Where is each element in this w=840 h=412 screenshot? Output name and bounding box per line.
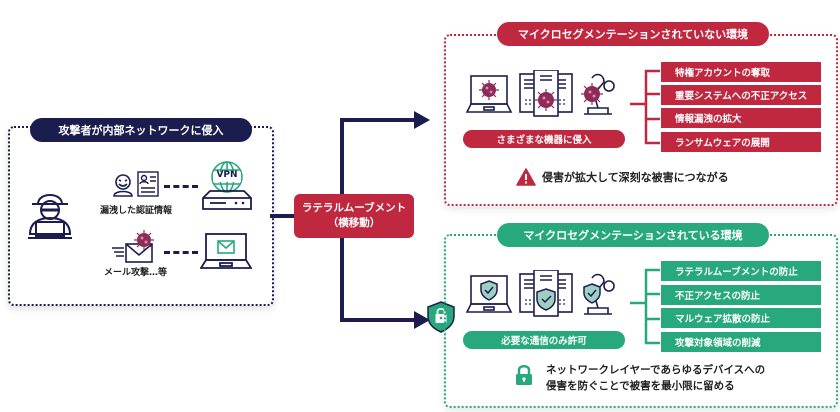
unsegmented-devices-pill: さまざまな機器に侵入 <box>463 130 625 148</box>
laptop-email-icon <box>200 233 252 269</box>
protected-devices-icon <box>466 270 615 317</box>
segmented-note: ネットワークレイヤーであらゆるデバイスへの 侵害を防ぐことで被害を最小限に留める <box>546 362 765 394</box>
segmented-note-line1: ネットワークレイヤーであらゆるデバイスへの <box>546 364 766 376</box>
lateral-movement-box: ラテラルムーブメント （横移動） <box>294 194 414 238</box>
segmented-panel-title: マイクロセグメンテーションされている環境 <box>497 223 769 247</box>
infected-devices-icon <box>466 70 615 117</box>
malicious-email-icon <box>112 230 154 263</box>
segmented-effect: 攻撃対象領域の削減 <box>661 332 821 352</box>
padlock-icon <box>516 365 532 385</box>
hacker-icon <box>28 194 72 239</box>
unsegmented-warning-text: 侵害が拡大して深刻な被害につながる <box>542 171 729 184</box>
segmented-effect: マルウェア拡散の防止 <box>661 308 821 328</box>
email-attack-label: メール攻撃…等 <box>104 268 168 278</box>
vpn-label: VPN <box>216 170 238 180</box>
connector-dashes <box>164 185 198 188</box>
lateral-movement-subtitle: （横移動） <box>327 217 381 229</box>
leaked-credentials-label: 漏洩した認証情報 <box>100 206 173 216</box>
segmented-note-line2: 侵害を防ぐことで被害を最小限に留める <box>546 380 735 392</box>
unsegmented-effect: 重要システムへの不正アクセス <box>661 85 821 105</box>
lateral-movement-title: ラテラルムーブメント <box>301 202 407 214</box>
unsegmented-effect: 特権アカウントの奪取 <box>661 62 821 82</box>
unsegmented-panel-title: マイクロセグメンテーションされていない環境 <box>497 22 769 46</box>
vpn-router-icon <box>202 190 252 210</box>
evil-face-icon <box>113 174 133 197</box>
segmented-devices-pill: 必要な通信のみ許可 <box>463 331 625 349</box>
shield-lock-icon <box>427 301 455 333</box>
segmented-effect: 不正アクセスの防止 <box>661 285 821 305</box>
effects-bracket <box>630 69 660 145</box>
segmented-effect: ラテラルムーブメントの防止 <box>661 261 821 281</box>
id-card-icon <box>137 171 159 197</box>
warning-icon <box>516 168 536 186</box>
unsegmented-effect: 情報漏洩の拡大 <box>661 108 821 128</box>
effects-bracket <box>630 268 660 345</box>
vpn-globe-icon <box>211 161 243 193</box>
attacker-panel-title: 攻撃者が内部ネットワークに侵入 <box>30 118 252 142</box>
unsegmented-effect: ランサムウェアの展開 <box>661 132 821 152</box>
connector-dashes <box>164 251 198 254</box>
